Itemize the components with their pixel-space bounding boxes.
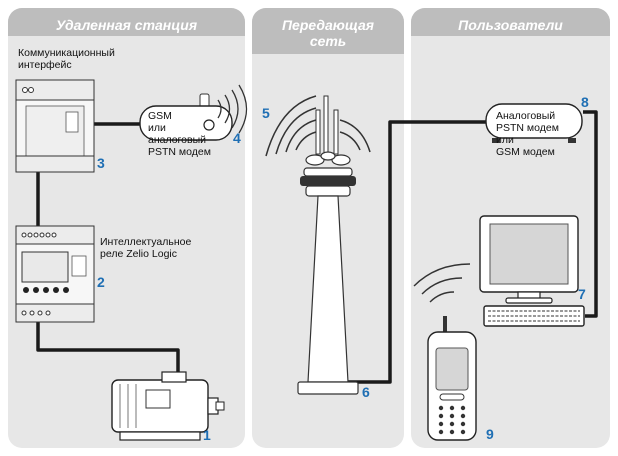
- mobile-phone-device: [413, 263, 477, 441]
- right-modem-label: Аналоговый PSTN модем или GSM модем: [496, 110, 559, 158]
- number-6-tower: 6: [362, 384, 370, 400]
- network-title: Передающая сеть: [281, 17, 375, 49]
- number-7-computer: 7: [578, 286, 586, 302]
- cable-relay-motor: [36, 322, 180, 380]
- transmission-tower: [297, 95, 359, 395]
- left-modem-device: [139, 84, 248, 141]
- network-header: Передающая сеть: [252, 8, 404, 54]
- remote-station-title: Удаленная станция: [55, 17, 198, 33]
- right-modem-device: [485, 103, 583, 143]
- remote-station-header: Удаленная станция: [8, 8, 245, 36]
- number-3-interface: 3: [97, 155, 105, 171]
- number-2-relay: 2: [97, 274, 105, 290]
- cable-tower-modem: [340, 120, 486, 384]
- zelio-relay-device: [15, 225, 95, 323]
- comm-interface-label: Коммуникационный интерфейс: [18, 47, 115, 71]
- users-header: Пользователи: [411, 8, 610, 36]
- number-4-left-modem: 4: [233, 130, 241, 146]
- number-9-phone: 9: [486, 426, 494, 442]
- left-modem-waves: [217, 84, 248, 134]
- left-modem-label: GSM или аналоговый PSTN модем: [148, 110, 211, 158]
- cables: [36, 110, 598, 384]
- cable-modem-computer: [583, 110, 598, 318]
- relay-label: Интеллектуальное реле Zelio Logic: [100, 236, 192, 260]
- number-8-right-modem: 8: [581, 94, 589, 110]
- communication-interface-device: [15, 79, 95, 173]
- computer-device: [479, 215, 585, 327]
- number-5-waves: 5: [262, 105, 270, 121]
- tower-waves: [265, 95, 371, 157]
- electric-motor: [111, 371, 225, 441]
- users-title: Пользователи: [458, 17, 563, 33]
- number-1-motor: 1: [203, 427, 211, 443]
